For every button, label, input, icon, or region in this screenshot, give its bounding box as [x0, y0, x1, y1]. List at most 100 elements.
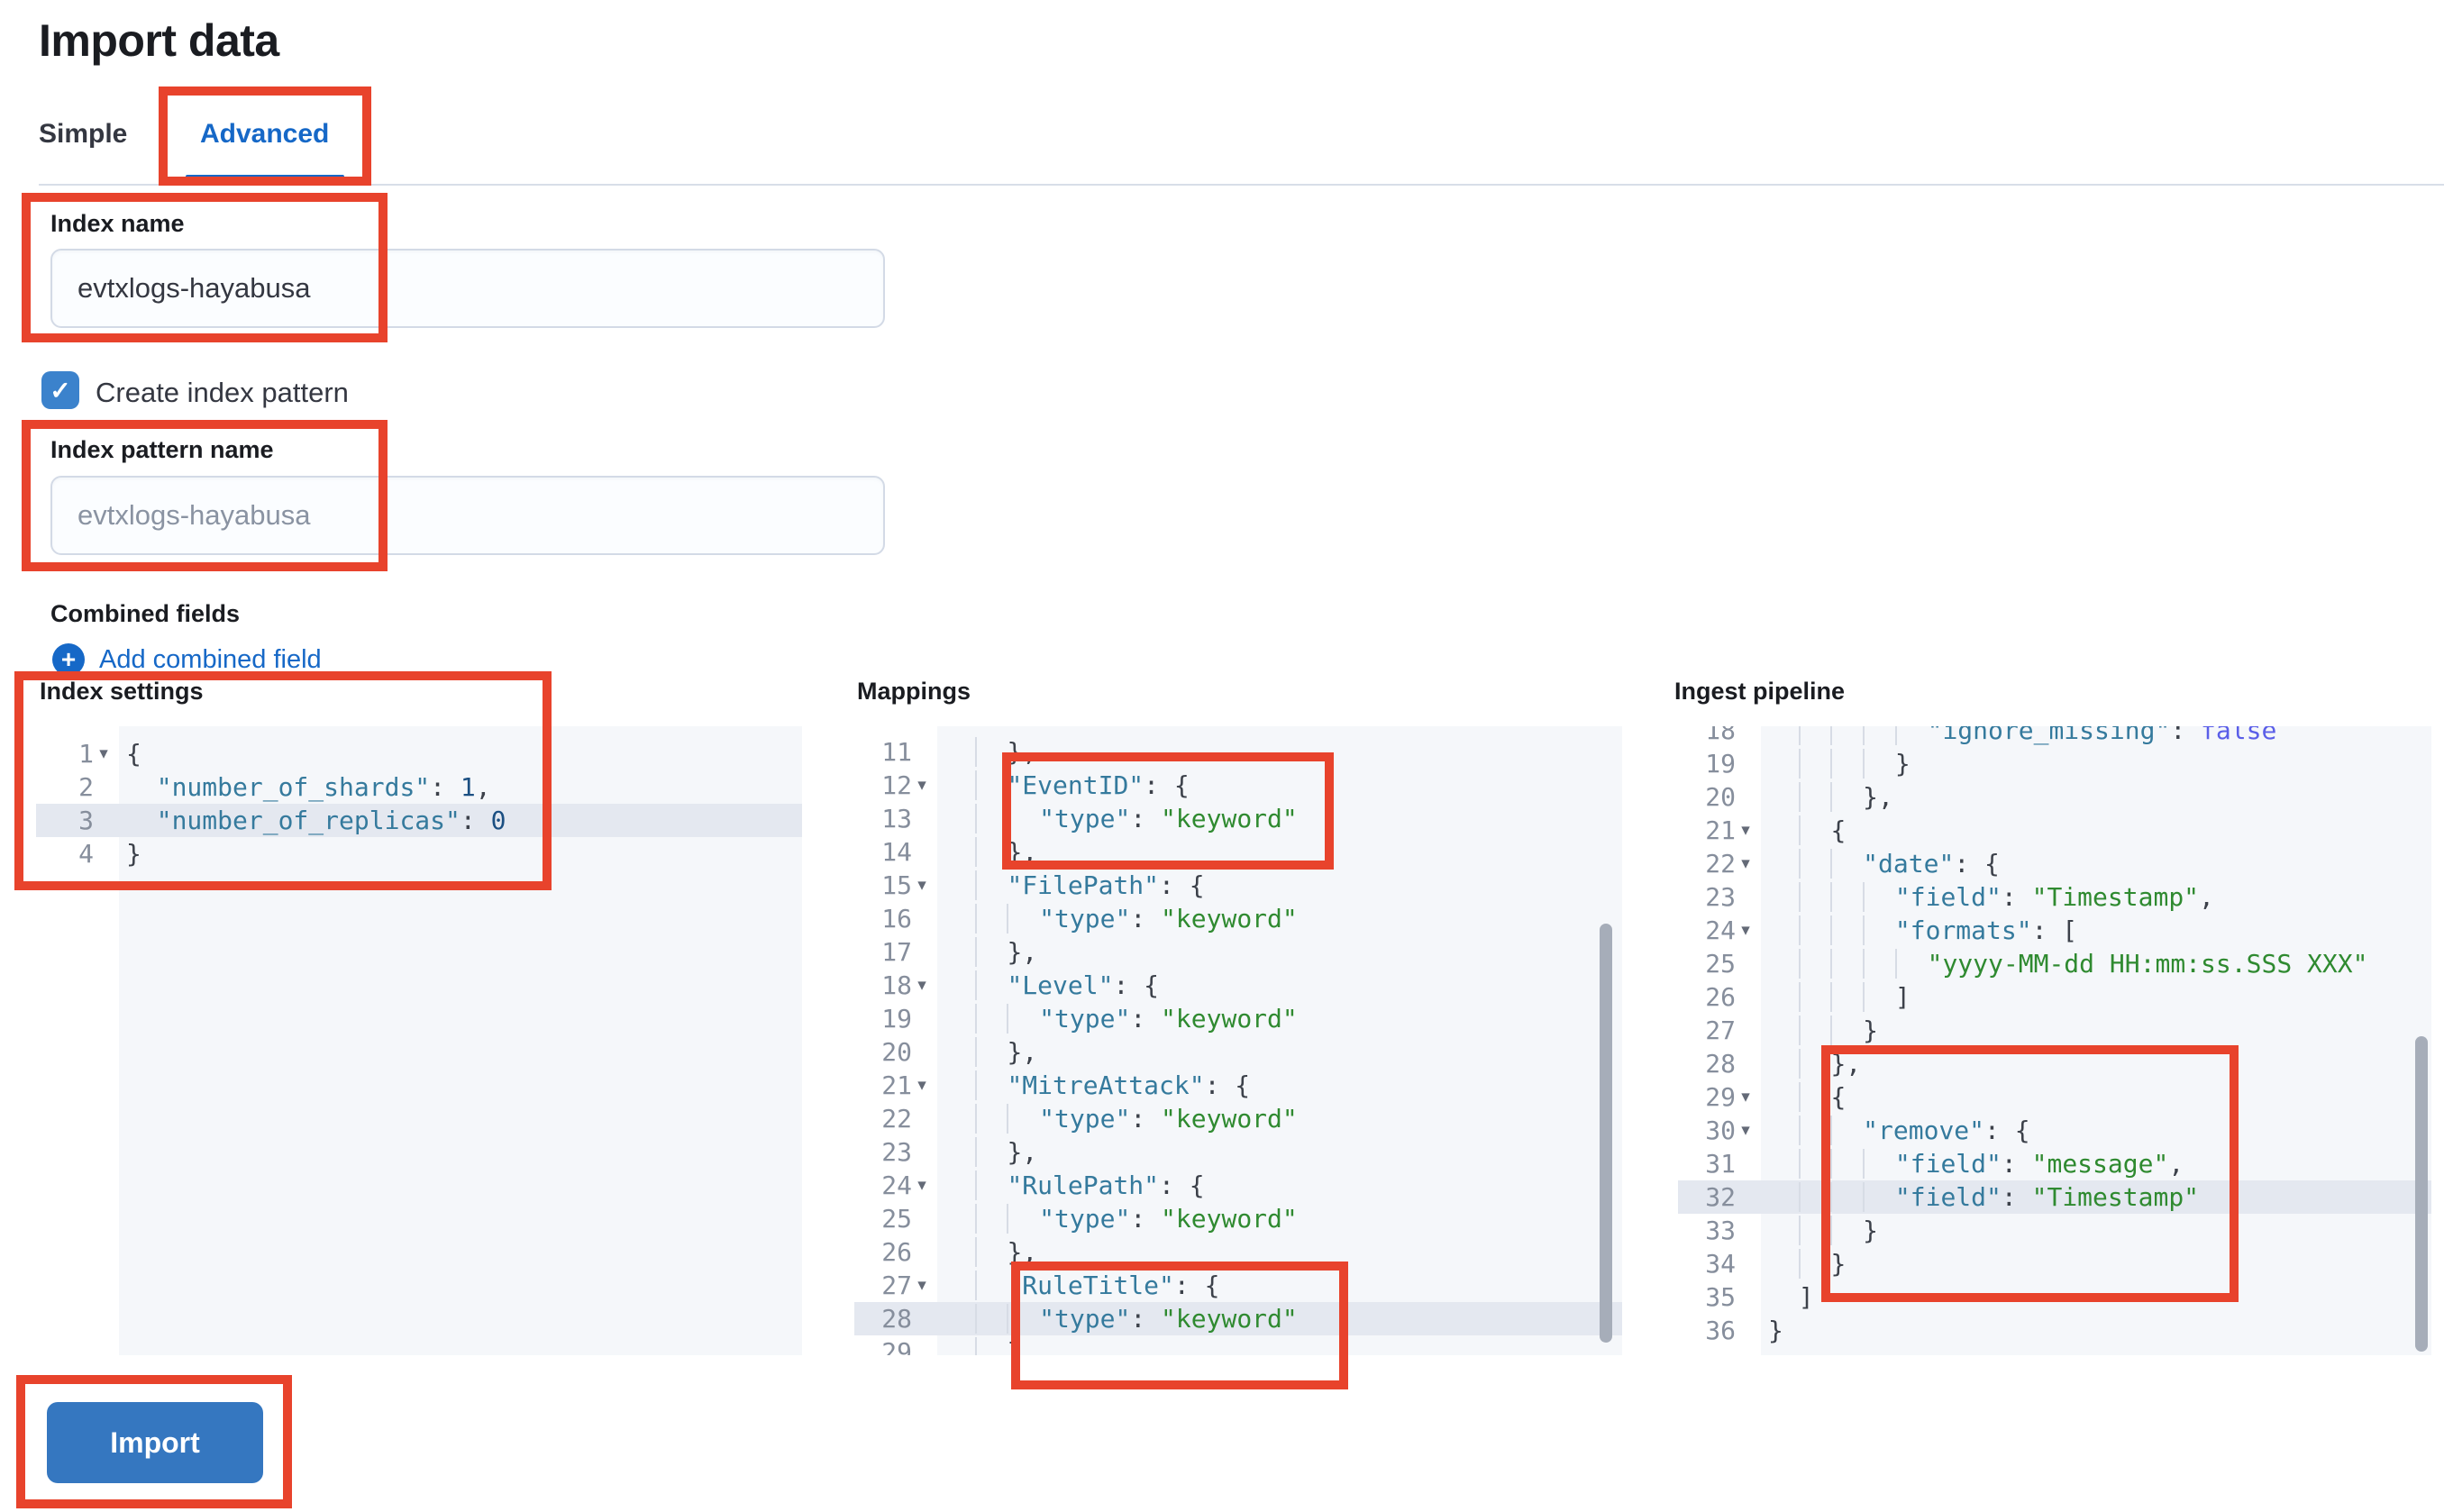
line-number: 2 [78, 772, 94, 802]
index-name-label: Index name [50, 210, 185, 237]
line-number: 14 [881, 837, 912, 867]
ingest-pipeline-scrollbar-thumb[interactable] [2415, 1036, 2428, 1352]
tab-advanced[interactable]: Advanced [200, 119, 330, 149]
code-text: }, [937, 1235, 1622, 1269]
line-number: 1▾ [36, 737, 119, 770]
fold-arrow-icon[interactable]: ▾ [1741, 921, 1750, 940]
fold-arrow-icon[interactable]: ▾ [917, 1176, 926, 1195]
line-number: 33 [1705, 1216, 1736, 1245]
fold-arrow-icon[interactable]: ▾ [917, 976, 926, 995]
line-number: 3 [78, 806, 94, 835]
code-text: }, [1761, 780, 2431, 814]
line-number: 28 [881, 1304, 912, 1334]
tab-simple[interactable]: Simple [39, 119, 128, 149]
index-pattern-label: Index pattern name [50, 436, 274, 463]
fold-arrow-icon[interactable]: ▾ [1741, 821, 1750, 840]
code-line: 21▾ { [1678, 814, 2431, 847]
fold-arrow-icon[interactable]: ▾ [99, 744, 108, 763]
code-text: "field": "message", [1761, 1147, 2431, 1180]
code-text: } [126, 839, 141, 869]
code-text: { [126, 739, 141, 769]
code-line: 16 "type": "keyword" [854, 902, 1622, 935]
line-number: 25 [1705, 949, 1736, 979]
code-text: }, [937, 1035, 1622, 1069]
code-line: 18▾ "Level": { [854, 969, 1622, 1002]
code-text: "MitreAttack": { [937, 1069, 1622, 1102]
line-number: 28 [1705, 1049, 1736, 1079]
code-text: "formats": [ [1761, 914, 2431, 947]
code-line: 19 } [1678, 747, 2431, 780]
code-text: }, [937, 1135, 1622, 1169]
code-text: ] [1768, 1282, 1814, 1312]
code-line: 2 "number_of_shards": 1, [36, 770, 802, 804]
line-number: 19 [1705, 749, 1736, 779]
line-number: 11 [881, 737, 912, 767]
fold-arrow-icon[interactable]: ▾ [1741, 1121, 1750, 1140]
code-line: 29 }, [854, 1335, 1622, 1355]
code-line: 4} [36, 837, 802, 870]
code-text: } [1761, 1247, 2431, 1280]
code-line: 3 "number_of_replicas": 0 [36, 804, 802, 837]
line-number: 32 [1705, 1182, 1736, 1212]
line-number: 26 [1705, 982, 1736, 1012]
fold-arrow-icon[interactable]: ▾ [1741, 1088, 1750, 1107]
code-line: 33 } [1678, 1214, 2431, 1247]
code-text: "type": "keyword" [937, 1302, 1622, 1335]
index-settings-editor[interactable]: 1▾{2 "number_of_shards": 1,3 "number_of_… [36, 726, 802, 1355]
code-line: 24▾ "formats": [ [1678, 914, 2431, 947]
code-line: 36} [1678, 1314, 2431, 1347]
code-line: 12▾ "EventID": { [854, 769, 1622, 802]
mappings-scrollbar-thumb[interactable] [1600, 924, 1612, 1343]
code-text: "number_of_replicas": 0 [156, 806, 506, 835]
code-line: 23 "field": "Timestamp", [1678, 880, 2431, 914]
code-text: "type": "keyword" [937, 902, 1622, 935]
fold-arrow-icon[interactable]: ▾ [917, 876, 926, 895]
code-line: 23 }, [854, 1135, 1622, 1169]
code-text: "RuleTitle": { [937, 1269, 1622, 1302]
code-line: 11 }, [854, 735, 1622, 769]
line-number: 22 [881, 1104, 912, 1134]
code-text: } [1761, 1014, 2431, 1047]
create-index-pattern-checkbox[interactable]: ✓ [41, 371, 79, 409]
line-number: 13 [881, 804, 912, 833]
code-text: "type": "keyword" [937, 802, 1622, 835]
code-line: 22 "type": "keyword" [854, 1102, 1622, 1135]
tabs-divider [39, 184, 2444, 186]
add-combined-field-link[interactable]: + Add combined field [52, 643, 322, 676]
code-line: 26 }, [854, 1235, 1622, 1269]
mappings-label: Mappings [857, 678, 971, 705]
line-number: 20 [1705, 782, 1736, 812]
combined-fields-label: Combined fields [50, 600, 241, 627]
fold-arrow-icon[interactable]: ▾ [917, 1276, 926, 1295]
code-text: "yyyy-MM-dd HH:mm:ss.SSS XXX" [1761, 947, 2431, 980]
line-number: 12▾ [854, 769, 937, 802]
line-number: 24▾ [854, 1169, 937, 1202]
mappings-editor[interactable]: 11 },12▾ "EventID": {13 "type": "keyword… [854, 726, 1622, 1355]
code-text: } [1761, 747, 2431, 780]
code-line: 27▾ "RuleTitle": { [854, 1269, 1622, 1302]
index-name-input[interactable] [50, 249, 885, 328]
code-text: }, [937, 1335, 1622, 1355]
line-number: 22▾ [1678, 847, 1761, 880]
index-pattern-input[interactable] [50, 476, 885, 555]
code-text: }, [937, 935, 1622, 969]
line-number: 19 [881, 1004, 912, 1034]
line-number: 23 [1705, 882, 1736, 912]
code-line: 28 "type": "keyword" [854, 1302, 1622, 1335]
line-number: 25 [881, 1204, 912, 1234]
code-line: 30▾ "remove": { [1678, 1114, 2431, 1147]
plus-in-circle-icon: + [52, 643, 85, 676]
fold-arrow-icon[interactable]: ▾ [917, 1076, 926, 1095]
line-number: 18 [1705, 726, 1736, 745]
code-line: 1▾{ [36, 737, 802, 770]
fold-arrow-icon[interactable]: ▾ [1741, 854, 1750, 873]
line-number: 27 [1705, 1016, 1736, 1045]
code-text: } [1761, 1214, 2431, 1247]
code-line: 20 }, [854, 1035, 1622, 1069]
code-text: { [1761, 1080, 2431, 1114]
import-button[interactable]: Import [47, 1402, 263, 1483]
line-number: 35 [1705, 1282, 1736, 1312]
fold-arrow-icon[interactable]: ▾ [917, 776, 926, 795]
tab-advanced-underline [186, 175, 344, 181]
